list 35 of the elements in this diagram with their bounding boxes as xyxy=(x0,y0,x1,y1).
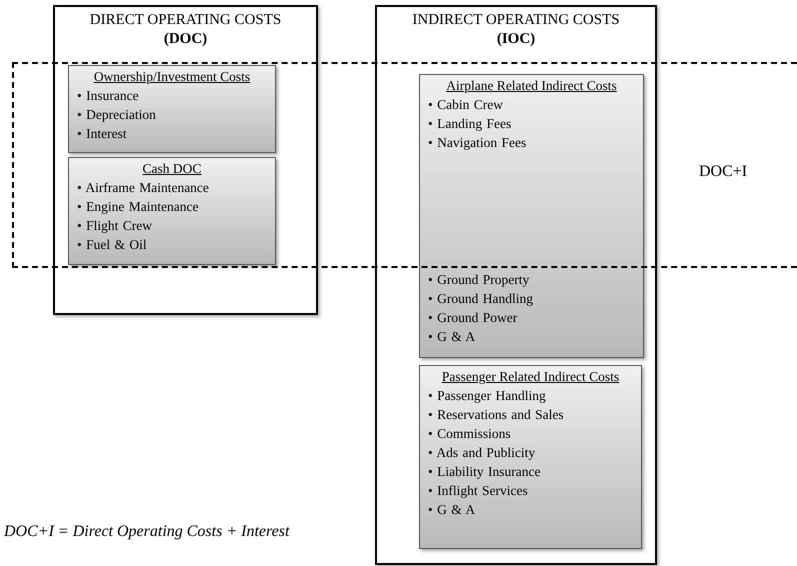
frame-heading: DIRECT OPERATING COSTS (DOC) xyxy=(88,11,282,49)
list-item: • Fuel & Oil xyxy=(77,237,147,252)
region-label: DOC+I xyxy=(699,162,748,182)
list-item: • Flight Crew xyxy=(77,218,152,233)
cost-box xyxy=(68,65,276,153)
list-item: • G & A xyxy=(428,502,476,517)
list-item: • Liability Insurance xyxy=(428,464,540,479)
cost-box xyxy=(419,74,644,358)
category-frame xyxy=(375,5,657,565)
box-heading: Passenger Related Indirect Costs xyxy=(442,369,620,384)
list-item: • Ground Handling xyxy=(428,291,533,306)
frame-heading: INDIRECT OPERATING COSTS (IOC) xyxy=(411,11,621,49)
list-item: • Landing Fees xyxy=(428,116,512,131)
list-item: • Ads and Publicity xyxy=(428,445,536,460)
list-item: • Inflight Services xyxy=(428,483,528,498)
list-item: • Engine Maintenance xyxy=(77,199,198,214)
list-item: • Airframe Maintenance xyxy=(77,180,209,195)
box-heading: Airplane Related Indirect Costs xyxy=(446,78,617,93)
list-item: • Commissions xyxy=(428,426,511,441)
list-item: • G & A xyxy=(428,329,476,344)
note: DOC+I = Direct Operating Costs + Interest xyxy=(4,522,290,542)
box-heading: Ownership/Investment Costs xyxy=(94,69,250,84)
list-item: • Ground Power xyxy=(428,310,518,325)
cost-box xyxy=(419,365,642,549)
list-item: • Depreciation xyxy=(77,107,156,122)
list-item: • Ground Property xyxy=(428,272,530,287)
list-item: • Insurance xyxy=(77,88,139,103)
box-heading: Cash DOC xyxy=(142,161,202,176)
list-item: • Passenger Handling xyxy=(428,388,546,403)
dashed-region xyxy=(12,62,797,268)
list-item: • Navigation Fees xyxy=(428,135,526,150)
list-item: • Interest xyxy=(77,126,127,141)
list-item: • Cabin Crew xyxy=(428,97,503,112)
cost-box xyxy=(68,157,276,265)
list-item: • Reservations and Sales xyxy=(428,407,564,422)
